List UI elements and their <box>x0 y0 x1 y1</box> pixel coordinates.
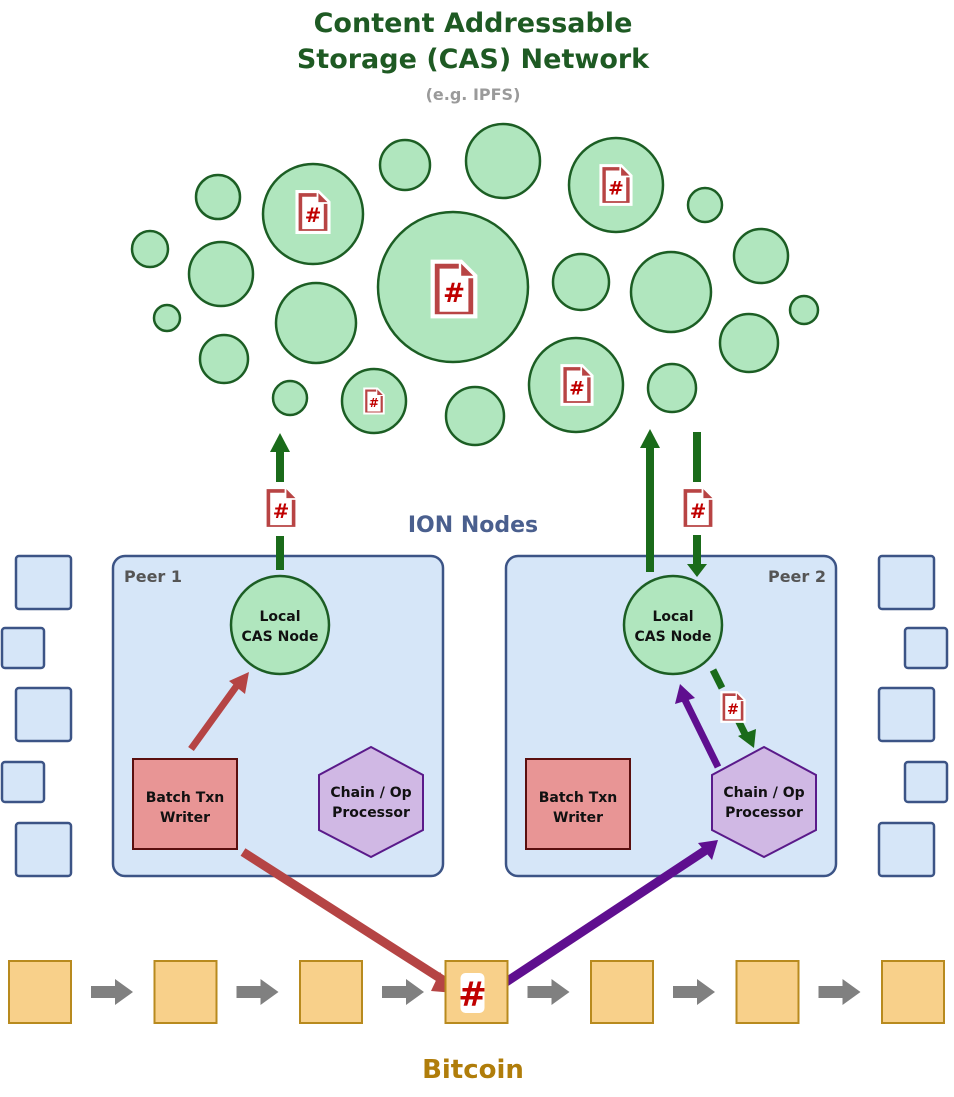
bitcoin-block <box>881 960 945 1024</box>
peer-square <box>14 554 73 611</box>
peer-square <box>877 686 936 743</box>
chain-arrow-icon <box>527 979 570 1005</box>
cas-peer-node <box>187 240 255 308</box>
arrow-up-icon <box>270 433 290 452</box>
arrow-icon <box>675 684 695 704</box>
peer-1: Peer 1 Local CAS Node Batch Txn Writer C… <box>111 554 445 878</box>
arrow-up-icon <box>640 429 660 448</box>
bitcoin-block <box>8 960 72 1024</box>
hash-file-icon <box>680 485 716 531</box>
chain-arrow-icon <box>382 979 424 1005</box>
peer-1-local-cas-node <box>229 574 331 676</box>
ion-nodes-label: ION Nodes <box>408 513 538 538</box>
bitcoin-block <box>590 960 654 1024</box>
cas-peer-node <box>646 362 698 414</box>
arrow-down-icon <box>687 564 707 577</box>
peer-square <box>877 554 936 611</box>
chain-arrow-icon <box>236 979 279 1005</box>
peer-1-writer-label-1: Batch Txn <box>146 790 225 806</box>
peer-2-writer-label-2: Writer <box>553 810 603 826</box>
peer-square <box>877 821 936 878</box>
peer-2-cas-label-1: Local <box>652 609 693 625</box>
processor-to-cas-arrow <box>681 698 722 769</box>
peer-square <box>14 686 73 743</box>
cas-peer-node <box>732 227 790 285</box>
cas-peer-node <box>271 379 309 417</box>
peer-square <box>14 821 73 878</box>
arrow-down-icon <box>738 729 756 748</box>
peer-1-cas-label-2: CAS Node <box>242 629 319 645</box>
hash-file-icon <box>599 164 633 206</box>
hash-file-icon <box>295 189 331 235</box>
title-line-2: Storage (CAS) Network <box>297 44 650 75</box>
peer-1-cas-label-1: Local <box>259 609 300 625</box>
bitcoin-chain: # <box>8 960 945 1024</box>
peer-2-batch-writer <box>525 758 631 850</box>
chain-arrow-icon <box>818 979 861 1005</box>
peer-1-processor-label-1: Chain / Op <box>330 785 411 801</box>
arrow-icon <box>698 840 718 860</box>
chain-arrow-icon <box>91 979 133 1005</box>
hash-badge <box>460 973 485 1013</box>
arrow-shaft <box>646 448 654 572</box>
hash-file-icon <box>720 691 746 723</box>
bitcoin-label: Bitcoin <box>422 1055 524 1085</box>
peer-1-processor-label-2: Processor <box>332 805 410 821</box>
bitcoin-block <box>153 960 218 1024</box>
hash-file-icon <box>560 364 594 406</box>
title-subtitle: (e.g. IPFS) <box>426 85 521 104</box>
cas-peer-node <box>629 250 713 334</box>
peer-2-writer-label-1: Batch Txn <box>539 790 618 806</box>
peer-1-writer-label-2: Writer <box>160 810 210 826</box>
peer-1-processor <box>318 745 424 859</box>
peer-2: Peer 2 Local CAS Node Batch Txn Writer C… <box>504 554 838 878</box>
arrow-shaft <box>709 668 726 690</box>
peer-square <box>0 626 46 670</box>
arrow-shaft <box>693 432 701 482</box>
hash-file-icon <box>363 387 385 415</box>
other-peers-right <box>877 554 949 878</box>
peer-square <box>903 626 949 670</box>
writer-to-bitcoin-arrow <box>240 848 449 986</box>
bitcoin-block <box>299 960 363 1024</box>
cas-peer-node <box>464 122 542 200</box>
cas-peer-node <box>274 281 358 365</box>
hash-file-icon <box>430 259 478 319</box>
hash-file-icon <box>263 485 299 531</box>
arrow-shaft <box>693 535 701 565</box>
cas-peer-node <box>378 138 432 192</box>
peer-2-processor <box>711 745 817 859</box>
peer-1-batch-writer <box>132 758 238 850</box>
cas-peer-node <box>788 294 820 326</box>
cas-peer-node <box>686 186 724 224</box>
cas-peer-node <box>444 385 506 447</box>
peer-1-label: Peer 1 <box>124 567 182 586</box>
peer-2-cas-label-2: CAS Node <box>635 629 712 645</box>
cas-peer-node <box>718 312 780 374</box>
peer-2-local-cas-node <box>622 574 724 676</box>
bitcoin-to-processor-arrow <box>494 846 709 992</box>
cas-peer-node <box>551 252 611 312</box>
arrow-shaft <box>276 452 284 482</box>
cas-peer-node <box>152 303 182 333</box>
bitcoin-block <box>735 960 800 1024</box>
cas-peer-node <box>194 173 242 221</box>
peer-2-processor-label-1: Chain / Op <box>723 785 804 801</box>
chain-arrow-icon <box>673 979 715 1005</box>
peer-square <box>0 760 46 804</box>
cas-peer-node <box>130 229 170 269</box>
other-peers-left <box>0 554 73 878</box>
peer-2-processor-label-2: Processor <box>725 805 803 821</box>
arrow-icon <box>229 672 249 694</box>
peer-square <box>903 760 949 804</box>
title-line-1: Content Addressable <box>314 8 633 39</box>
arrow-shaft <box>276 536 284 570</box>
hash-symbol: # <box>458 975 487 1015</box>
cas-peer-node <box>198 333 250 385</box>
peer-2-label: Peer 2 <box>768 567 826 586</box>
writer-to-cas-arrow <box>188 681 241 752</box>
